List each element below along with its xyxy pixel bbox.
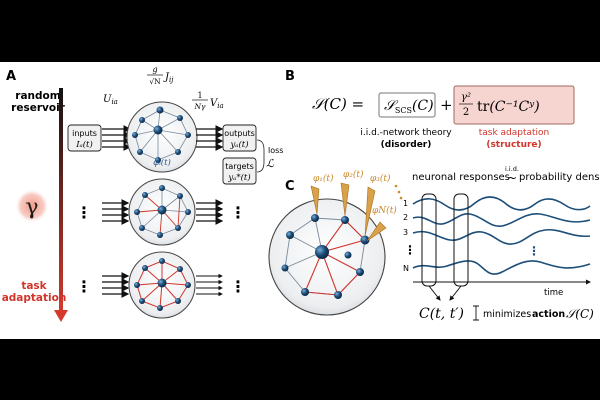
trace-3 [412, 228, 591, 245]
correlation-label: C(t, t′) [419, 306, 464, 322]
tilde: ~ [507, 171, 517, 185]
panel-a-label: A [6, 69, 16, 84]
targets-label: targets [225, 162, 254, 171]
weight-out-V: Via [210, 98, 224, 110]
probe-3 [364, 186, 376, 237]
large-nodes [281, 214, 370, 299]
responses-title: neuronal responses [412, 172, 510, 183]
task-term-numerator: γ² [461, 92, 471, 103]
phiN-label: φN(t) [372, 205, 397, 216]
disorder-caption-line2: (disorder) [381, 140, 432, 150]
tick-3: 3 [403, 228, 408, 237]
probe-N [366, 221, 387, 242]
trace-1 [412, 196, 591, 211]
probes [310, 182, 387, 242]
loss-bracket [256, 139, 265, 173]
gamma-symbol: γ [25, 195, 38, 220]
action-symbol: 𝒮(C) [566, 307, 594, 321]
inputs-var: Iₐ(t) [75, 139, 93, 150]
time-label: time [544, 288, 563, 298]
plus-sign: + [440, 96, 453, 114]
network-intermediate: ⋮ [76, 178, 246, 246]
outputs-label: outputs [224, 129, 255, 138]
weight-out-denominator: Nγ [193, 102, 206, 111]
adaptation-label: adaptation [2, 292, 67, 304]
weight-out-numerator: 1 [197, 91, 202, 100]
panel-b-label: B [285, 69, 295, 84]
phi2-label: φ₂(t) [343, 169, 364, 180]
scs-term-box [378, 92, 436, 118]
phi3-label: φ₃(t) [370, 173, 391, 184]
network-random: φᵢ(t) [126, 101, 198, 173]
panel-b: B 𝒮(C) = 𝒮SCS(C) + γ² 2 tr(C⁻¹Cʸ) i.i.d.… [285, 69, 575, 150]
minimizes-text: minimizes [483, 309, 531, 320]
loss-symbol: ℒ [266, 157, 275, 170]
density-label: probability density [519, 172, 600, 183]
task-term-box [453, 85, 575, 125]
task-term-denominator: 2 [463, 107, 469, 118]
dots-right: ⋮ [230, 277, 246, 296]
dots-right: ⋮ [230, 203, 246, 222]
inputs-box [67, 124, 102, 152]
dots-left: ⋮ [76, 277, 92, 296]
tick-1: 1 [403, 199, 408, 208]
targets-box [222, 157, 257, 185]
gamma-glow [15, 189, 49, 223]
task-label: task [21, 280, 47, 292]
action-text: action [532, 309, 565, 320]
phi1-label: φ₁(t) [313, 173, 334, 184]
weight-in-label: Uia [103, 94, 118, 106]
tick-2: 2 [403, 213, 408, 222]
outputs-var: yₐ(t) [229, 139, 248, 150]
gamma-arrow-head [54, 310, 68, 322]
structure-caption-line2: (structure) [486, 140, 541, 150]
trace-N [412, 260, 591, 275]
targets-var: yₐ*(t) [227, 172, 250, 183]
probe-dots [394, 184, 403, 200]
gamma-arrow-shaft [59, 88, 63, 312]
inputs-label: inputs [72, 129, 97, 138]
panel-c: C φ₁(t) φ₂(t) φ₃(t) φN(t) [268, 165, 600, 322]
structure-caption-line1: task adaptation [479, 128, 550, 138]
correlation-bracket [473, 305, 479, 321]
tick-N: N [403, 264, 409, 273]
panel-a: A random reservoir γ task adaptation Uia… [2, 65, 283, 322]
task-term-body: tr(C⁻¹Cʸ) [477, 99, 540, 115]
disorder-caption-line1: i.i.d.-network theory [360, 128, 452, 138]
input-arrows-top [102, 125, 132, 151]
probe-1 [310, 185, 320, 215]
dots-left: ⋮ [76, 203, 92, 222]
window-arrow-1 [428, 285, 441, 301]
panel-c-label: C [285, 179, 295, 194]
random-label: random [15, 90, 60, 102]
network-adapted: ⋮ ⋮ [76, 251, 246, 319]
neuron-var: φᵢ(t) [153, 157, 171, 168]
neuron-traces [412, 196, 591, 275]
trace-2 [412, 213, 591, 227]
outputs-box [222, 124, 257, 152]
reservoir-label: reservoir [11, 102, 66, 114]
window-arrow-2 [449, 285, 462, 301]
output-arrows-top [196, 125, 224, 151]
network-sphere-large [268, 198, 386, 316]
trace-dots: ⋮ [528, 244, 540, 258]
weight-rec-denominator: √N [149, 77, 161, 86]
loss-label: loss [268, 146, 283, 155]
weight-rec-J: Jij [163, 72, 174, 84]
tick-dots: ⋮ [404, 243, 416, 257]
action-lhs: 𝒮(C) = [312, 95, 364, 113]
iid-label: i.i.d. [505, 165, 519, 173]
probe-2 [340, 182, 350, 217]
weight-rec-numerator: g [152, 65, 157, 74]
